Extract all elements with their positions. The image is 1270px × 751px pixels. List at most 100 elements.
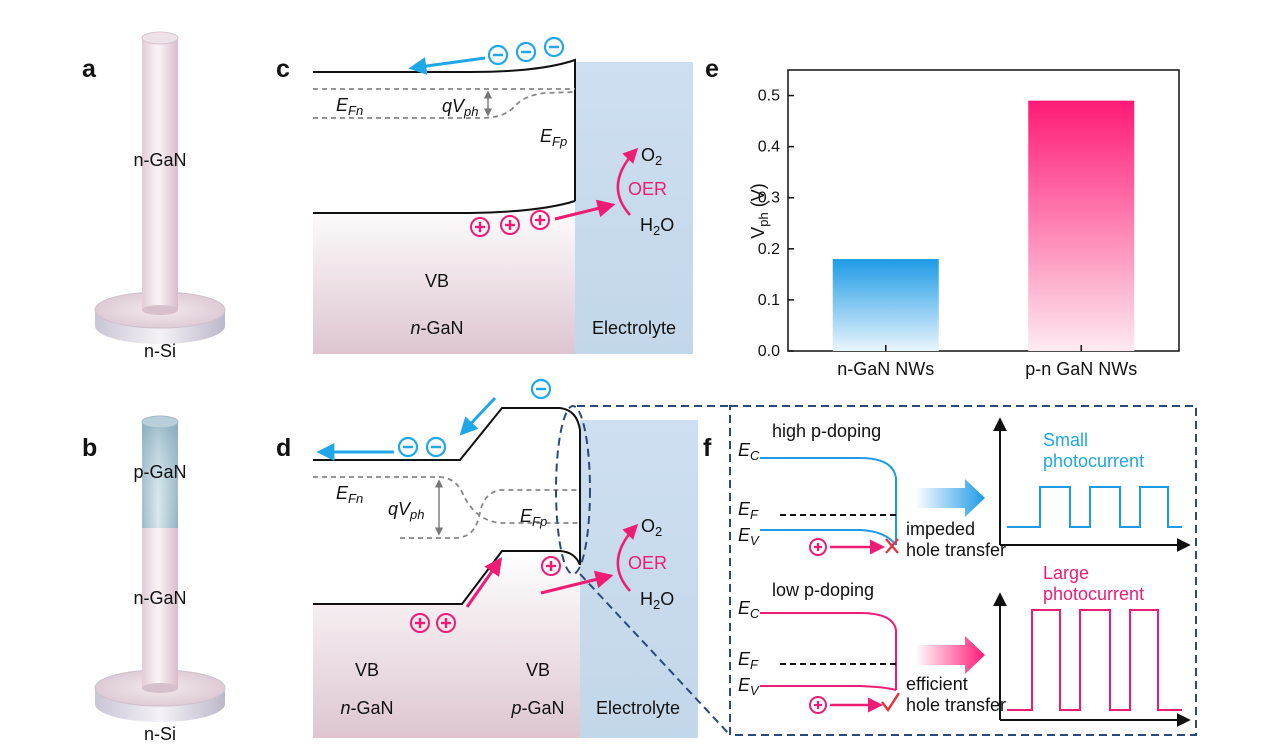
nanowire-body	[142, 38, 178, 310]
label-ev-high: EV	[738, 525, 760, 548]
panel-c: c EFn qVph EFp O2 OER H2O VB n-GaN Elect…	[276, 36, 693, 354]
zoom-ellipse	[555, 405, 591, 575]
hole-symbol	[809, 538, 827, 556]
nanowire-ngan-segment	[142, 528, 178, 688]
big-arrow-pink	[915, 636, 985, 674]
label-vb-left-d: VB	[355, 660, 379, 680]
label-pgan-b: p-GaN	[133, 462, 186, 482]
nanowire-b	[94, 415, 226, 722]
y-axis-label: Vph (V)	[748, 183, 771, 238]
big-arrow-blue	[915, 479, 985, 517]
oer-arrow	[616, 147, 639, 216]
x-category-label: n-GaN NWs	[837, 359, 934, 379]
label-qvph-c: qVph	[442, 96, 479, 119]
valence-band	[313, 200, 576, 214]
x-axis-labels: n-GaN NWs p-n GaN NWs	[837, 345, 1137, 379]
label-oer-d: OER	[628, 553, 667, 573]
hole-transfer-arrow	[540, 570, 614, 595]
electron-symbol	[530, 378, 552, 400]
panel-b: b p-GaN n-GaN n-Si	[82, 415, 226, 744]
panel-d-letter: d	[276, 434, 291, 462]
photocurrent-small-trace	[1007, 486, 1182, 528]
x-category-label: p-n GaN NWs	[1025, 359, 1137, 379]
label-electrolyte-c: Electrolyte	[592, 318, 676, 338]
label-ef-high: EF	[738, 499, 759, 522]
label-vb-right-d: VB	[526, 660, 550, 680]
conduction-band	[313, 407, 581, 565]
hole-symbol	[470, 217, 490, 237]
y-tick-label: 0.5	[758, 88, 780, 105]
y-tick-label: 0.2	[758, 241, 780, 258]
label-large-1: Large	[1043, 563, 1089, 583]
label-impeded-1: impeded	[906, 519, 975, 539]
electron-symbol	[515, 41, 537, 63]
panel-b-letter: b	[82, 434, 97, 462]
hole-arrow-drift	[465, 557, 503, 608]
electrolyte-region	[575, 62, 693, 354]
label-ngan-a: n-GaN	[133, 150, 186, 170]
label-large-2: photocurrent	[1043, 584, 1144, 604]
nanowire-base	[142, 305, 178, 315]
band-ev-high	[760, 529, 897, 546]
nanowire-top	[141, 31, 179, 45]
label-efp-d: EFp	[520, 506, 547, 529]
label-efficient-1: efficient	[906, 674, 968, 694]
electron-symbol	[487, 44, 509, 66]
hole-symbol	[436, 613, 456, 633]
semiconductor-region	[313, 551, 580, 738]
hole-symbol	[500, 215, 520, 235]
label-ngan-d: n-GaN	[340, 698, 393, 718]
label-electrolyte-d: Electrolyte	[596, 698, 680, 718]
label-nsi-b: n-Si	[144, 724, 176, 744]
panel-c-letter: c	[276, 55, 290, 83]
hole-symbol	[809, 696, 827, 714]
label-ef-low: EF	[738, 649, 759, 672]
label-o2-d: O2	[641, 516, 662, 539]
semiconductor-region	[313, 201, 575, 354]
hole-symbol	[541, 556, 561, 576]
label-h2o-d: H2O	[640, 589, 674, 612]
y-tick-label: 0.4	[758, 139, 780, 156]
band-ec-high	[760, 457, 897, 545]
label-o2-c: O2	[641, 145, 662, 168]
panel-f-letter: f	[703, 434, 712, 462]
panel-a: a n-GaN n-Si	[82, 31, 226, 361]
electron-arrow	[408, 56, 486, 75]
zoom-connector-bottom	[579, 573, 731, 736]
label-efficient-2: hole transfer	[906, 695, 1006, 715]
bar-pn-gan-nws	[1028, 100, 1135, 352]
nanowire-base	[142, 683, 178, 693]
conduction-band	[313, 58, 576, 201]
zoom-box	[729, 405, 1197, 736]
label-efn-d: EFn	[336, 483, 363, 506]
checkmark-icon	[881, 692, 901, 713]
label-efp-c: EFp	[540, 126, 567, 149]
label-impeded-2: hole transfer	[906, 540, 1006, 560]
y-tick-label: 0.0	[758, 343, 780, 360]
nanowire-a	[94, 31, 226, 344]
valence-band	[313, 550, 581, 605]
label-ev-low: EV	[738, 675, 760, 698]
label-pgan-d: p-GaN	[510, 698, 564, 718]
label-vb-c: VB	[425, 271, 449, 291]
hole-symbol	[410, 613, 430, 633]
electron-symbol	[397, 436, 419, 458]
label-efn-c: EFn	[336, 95, 363, 118]
y-tick-label: 0.3	[758, 190, 780, 207]
bar-ngan-nws	[832, 259, 939, 351]
panel-d: d EFn qVph EFp O2 OER H2O VB VB n-GaN p-	[276, 378, 731, 738]
label-qvph-d: qVph	[388, 499, 425, 522]
label-h2o-c: H2O	[640, 215, 674, 238]
label-nsi-a: n-Si	[144, 341, 176, 361]
band-ec-low	[760, 612, 897, 690]
panel-a-letter: a	[82, 55, 97, 83]
electron-symbol	[543, 36, 565, 58]
hole-symbol	[530, 210, 550, 230]
nanowire-pgan-shade	[142, 422, 178, 528]
label-small-2: photocurrent	[1043, 451, 1144, 471]
hole-transfer-arrow	[554, 199, 616, 221]
nanowire-top	[141, 415, 179, 429]
blocked-cross-icon	[885, 538, 899, 554]
